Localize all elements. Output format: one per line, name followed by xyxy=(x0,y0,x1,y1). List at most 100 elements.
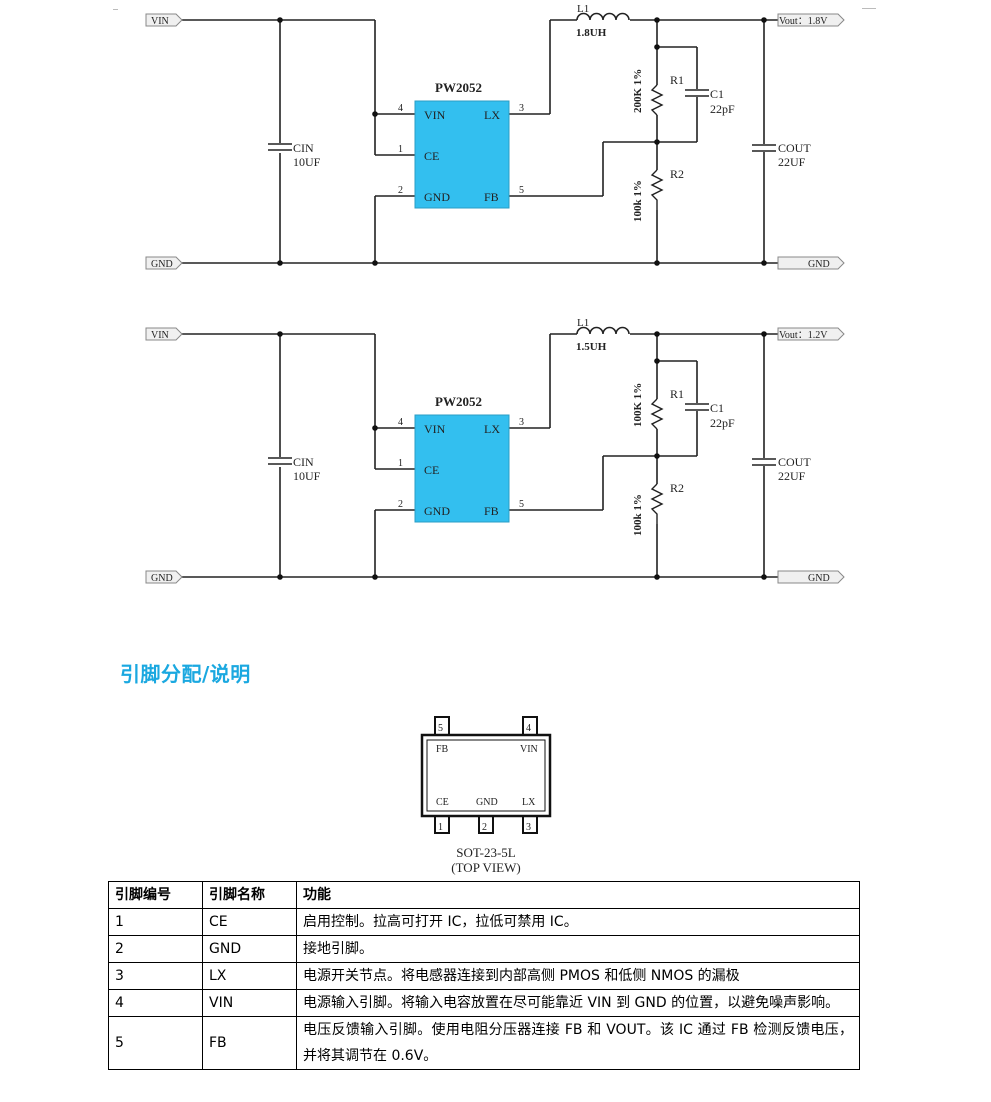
vout-port-label: Vout：1.2V xyxy=(779,330,828,341)
pin-number: 4 xyxy=(108,989,203,1017)
capacitor-symbols xyxy=(268,89,776,152)
table-row: 4 VIN 电源输入引脚。将输入电容放置在尽可能靠近 VIN 到 GND 的位置… xyxy=(108,989,860,1017)
ic-pin-label: CE xyxy=(424,149,439,163)
ic-pin-label: LX xyxy=(484,422,500,436)
section-heading: 引脚分配/说明 xyxy=(120,662,251,686)
capacitor-symbols xyxy=(268,403,776,466)
cin-value: 10UF xyxy=(293,155,321,169)
pkg-pin-label: FB xyxy=(436,744,449,755)
pin-function: 电源开关节点。将电感器连接到内部高侧 PMOS 和低侧 NMOS 的漏极 xyxy=(296,962,860,990)
pin-num: 4 xyxy=(398,417,403,428)
pin-name: GND xyxy=(202,935,297,963)
table-row: 3 LX 电源开关节点。将电感器连接到内部高侧 PMOS 和低侧 NMOS 的漏… xyxy=(108,962,860,990)
cin-ref: CIN xyxy=(293,141,314,155)
vin-port xyxy=(145,327,183,341)
pin-num: 4 xyxy=(398,103,403,114)
inductor-ref: L1 xyxy=(577,3,589,15)
package-diagram: 5 4 FB VIN CE GND LX 1 2 3 SOT-23-5L (TO… xyxy=(400,705,580,880)
vout-port xyxy=(777,13,845,27)
header-function: 功能 xyxy=(296,881,860,909)
pin-number: 3 xyxy=(108,962,203,990)
ic-pin-label: GND xyxy=(424,190,450,204)
ic-pin-label: VIN xyxy=(424,422,446,436)
table-row: 5 FB 电压反馈输入引脚。使用电阻分压器连接 FB 和 VOUT。该 IC 通… xyxy=(108,1016,860,1070)
ic-pin-label: LX xyxy=(484,108,500,122)
pkg-pin-num: 5 xyxy=(438,723,443,734)
vin-port-label: VIN xyxy=(151,330,169,341)
r1-value: 200K 1% xyxy=(632,69,644,113)
gnd-port-left xyxy=(145,570,183,584)
pin-num: 5 xyxy=(519,185,524,196)
pkg-pin-label: CE xyxy=(436,797,449,808)
pin-number: 1 xyxy=(108,908,203,936)
gnd-port-left-label: GND xyxy=(151,259,173,270)
r1-ref: R1 xyxy=(670,73,684,87)
ic-pin-label: GND xyxy=(424,504,450,518)
vin-port xyxy=(145,13,183,27)
r2-ref: R2 xyxy=(670,167,684,181)
r2-value: 100k 1% xyxy=(632,494,644,536)
pin-num: 5 xyxy=(519,499,524,510)
pkg-pin-label: VIN xyxy=(520,744,538,755)
cin-ref: CIN xyxy=(293,455,314,469)
pin-function: 电源输入引脚。将输入电容放置在尽可能靠近 VIN 到 GND 的位置，以避免噪声… xyxy=(296,989,860,1017)
pkg-pin-num: 3 xyxy=(526,822,531,833)
table-header-row: 引脚编号 引脚名称 功能 xyxy=(108,881,860,909)
r2-symbol xyxy=(650,483,664,524)
cout-ref: COUT xyxy=(778,455,811,469)
pin-name: VIN xyxy=(202,989,297,1017)
schematic-1: VIN GND Vout：1.8V GND PW2052 4 1 2 3 5 V… xyxy=(0,0,991,290)
pkg-pin-num: 2 xyxy=(482,822,487,833)
cout-ref: COUT xyxy=(778,141,811,155)
pkg-pin-label: GND xyxy=(476,797,498,808)
pin-number: 2 xyxy=(108,935,203,963)
ic-pin-label: VIN xyxy=(424,108,446,122)
gnd-port-right-label: GND xyxy=(808,259,830,270)
pin-name: LX xyxy=(202,962,297,990)
pin-num: 1 xyxy=(398,458,403,469)
gnd-port-right xyxy=(777,570,845,584)
ic-body xyxy=(414,100,510,209)
package-name: SOT-23-5L xyxy=(456,845,516,860)
inductor-value: 1.8UH xyxy=(576,27,607,39)
r1-value: 100K 1% xyxy=(632,383,644,427)
pkg-pin-num: 1 xyxy=(438,822,443,833)
inductor-symbol xyxy=(576,326,630,335)
vout-port-label: Vout：1.8V xyxy=(779,16,828,27)
cin-value: 10UF xyxy=(293,469,321,483)
junction-dots xyxy=(277,331,767,580)
pin-num: 1 xyxy=(398,144,403,155)
pin-function: 电压反馈输入引脚。使用电阻分压器连接 FB 和 VOUT。该 IC 通过 FB … xyxy=(296,1016,860,1070)
pin-table: 引脚编号 引脚名称 功能 1 CE 启用控制。拉高可打开 IC，拉低可禁用 IC… xyxy=(108,881,860,1070)
gnd-port-right xyxy=(777,256,845,270)
r1-symbol xyxy=(650,398,664,430)
r2-value: 100k 1% xyxy=(632,180,644,222)
corner-mark-left xyxy=(113,9,118,10)
ic-pin-label: FB xyxy=(484,504,499,518)
header-pin-name: 引脚名称 xyxy=(202,881,297,909)
pin-function: 启用控制。拉高可打开 IC，拉低可禁用 IC。 xyxy=(296,908,860,936)
r2-symbol xyxy=(650,169,664,210)
pin-num: 2 xyxy=(398,185,403,196)
schematic-svg: VIN GND Vout：1.2V GND PW2052 4 1 2 3 5 V… xyxy=(145,317,845,584)
pin-num: 2 xyxy=(398,499,403,510)
junction-dots xyxy=(277,17,767,266)
ic-name: PW2052 xyxy=(435,394,482,409)
vout-port xyxy=(777,327,845,341)
package-body-inner xyxy=(426,739,546,812)
inductor-symbol xyxy=(576,12,630,21)
vin-port-label: VIN xyxy=(151,16,169,27)
c1-ref: C1 xyxy=(710,401,724,415)
ic-name: PW2052 xyxy=(435,80,482,95)
r1-ref: R1 xyxy=(670,387,684,401)
pkg-pin-label: LX xyxy=(522,797,536,808)
corner-mark-right xyxy=(862,8,876,9)
cout-value: 22UF xyxy=(778,155,806,169)
r1-symbol xyxy=(650,84,664,116)
header-pin-number: 引脚编号 xyxy=(108,881,203,909)
cout-value: 22UF xyxy=(778,469,806,483)
ic-pin-label: FB xyxy=(484,190,499,204)
pin-num: 3 xyxy=(519,417,524,428)
pin-num: 3 xyxy=(519,103,524,114)
package-svg: 5 4 FB VIN CE GND LX 1 2 3 SOT-23-5L (TO… xyxy=(420,716,552,875)
